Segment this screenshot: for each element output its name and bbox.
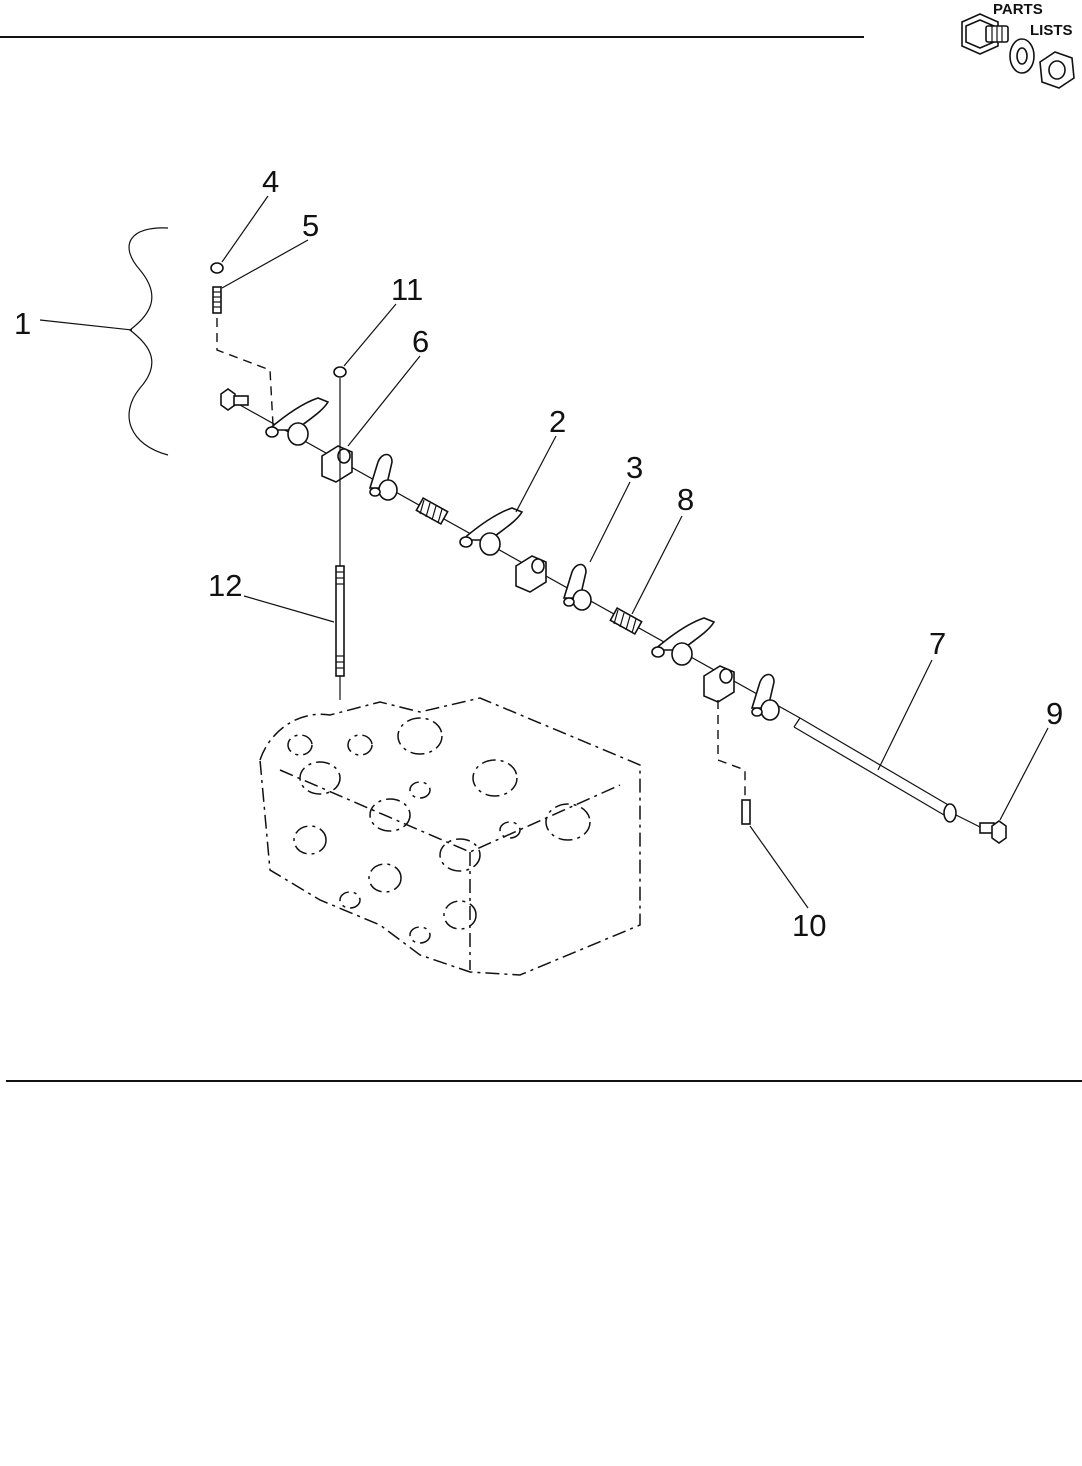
callout-4: 4: [262, 164, 279, 199]
adjusting-stud: [213, 287, 221, 313]
shaft-support-1: [322, 446, 352, 482]
leader-12: [244, 596, 334, 622]
adjusting-nut: [211, 263, 223, 273]
leader-lines: [40, 196, 1048, 908]
rocker-shaft: [794, 718, 982, 828]
callout-9: 9: [1046, 696, 1063, 731]
leader-3: [590, 482, 630, 562]
support-nut: [334, 367, 346, 377]
shaft-spring-2: [610, 608, 641, 634]
leader-1: [40, 320, 132, 330]
callout-8: 8: [677, 482, 694, 517]
callout-10: 10: [792, 908, 826, 943]
leader-6: [348, 356, 420, 446]
callout-3: 3: [626, 450, 643, 485]
shaft-support-3: [704, 666, 734, 702]
leader-5: [222, 240, 308, 288]
leader-4: [222, 196, 268, 262]
leader-7: [878, 660, 932, 770]
assembly-brace: [129, 228, 168, 455]
rocker-arm-upright-3: [752, 675, 779, 721]
logo-text-lists: LISTS: [1030, 22, 1073, 39]
leader-8: [632, 516, 682, 614]
callout-2: 2: [549, 404, 566, 439]
callout-12: 12: [208, 568, 242, 603]
leader-9: [1000, 728, 1048, 820]
rocker-arm-upright-1: [370, 455, 397, 501]
leader-2: [516, 436, 556, 512]
parts-lists-logo: PARTS LISTS: [962, 1, 1074, 88]
callout-1: 1: [14, 306, 31, 341]
cylinder-head-phantom: [260, 698, 640, 975]
logo-text-parts: PARTS: [993, 1, 1043, 18]
shaft-spring-1: [416, 498, 447, 524]
pin-leader-dash: [718, 700, 745, 800]
rocker-arm-3: [652, 618, 714, 665]
dowel-pin: [742, 800, 750, 824]
leader-10: [750, 826, 808, 908]
support-stud: [336, 566, 344, 676]
callout-11: 11: [391, 272, 423, 307]
callout-7: 7: [929, 626, 946, 661]
leader-11: [344, 304, 396, 366]
end-bolt: [980, 821, 1006, 843]
callout-labels: 1 2 3 4 5 6 7 8 9 10 11 12: [14, 164, 1063, 943]
rocker-arm-upright-2: [564, 565, 591, 611]
rocker-arm-2: [460, 508, 522, 555]
callout-6: 6: [412, 324, 429, 359]
callout-5: 5: [302, 208, 319, 243]
rocker-arm-1: [266, 398, 328, 445]
